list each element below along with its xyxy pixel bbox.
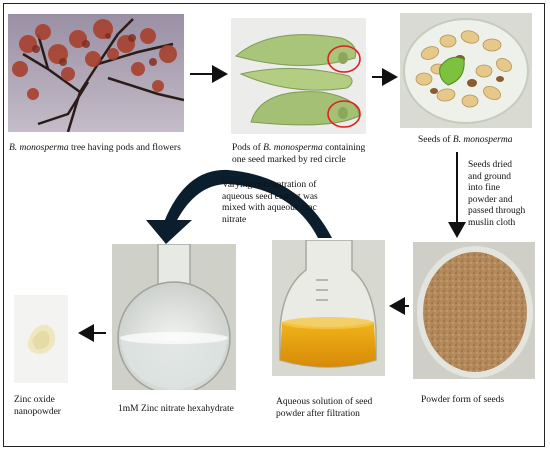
- seeds-photo: [400, 13, 532, 128]
- solution-flask-photo: [272, 240, 385, 376]
- caption-dried: Seeds dried and ground into fine powder …: [468, 160, 526, 228]
- tree-photo: [8, 14, 184, 132]
- zno-powder-photo: [14, 295, 68, 383]
- caption-pods: Pods of B. monosperma containing one see…: [232, 143, 366, 165]
- curved-arrow-mixing: [164, 169, 332, 238]
- pods-photo: [231, 18, 366, 134]
- caption-varying: Varying concentration of aqueous seed ex…: [222, 180, 318, 225]
- seed-highlight-circle: [327, 45, 361, 73]
- figure-frame: [3, 3, 545, 447]
- caption-zno: Zinc oxide nanopowder: [14, 395, 61, 417]
- caption-tree: B. monosperma tree having pods and flowe…: [9, 143, 181, 153]
- caption-zinc-nitrate: 1mM Zinc nitrate hexahydrate: [118, 404, 234, 414]
- caption-seeds: Seeds of B. monosperma: [418, 135, 513, 145]
- caption-powder: Powder form of seeds: [421, 395, 505, 405]
- seed-highlight-circle: [327, 100, 361, 128]
- zinc-nitrate-flask-photo: [112, 244, 236, 390]
- powder-photo: [413, 242, 535, 379]
- caption-solution: Aqueous solution of seed powder after fi…: [276, 397, 373, 419]
- curved-arrow-head: [146, 220, 192, 244]
